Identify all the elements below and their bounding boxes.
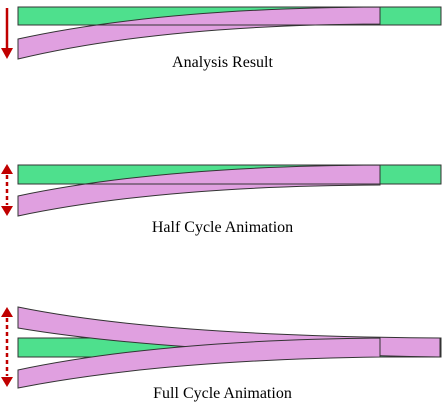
deformed-beam	[17, 164, 381, 217]
panel-half-cycle	[1, 164, 442, 217]
panel-analysis-result	[1, 6, 442, 60]
solid-down-arrow-icon	[1, 8, 13, 59]
deformed-beam-down	[17, 337, 381, 389]
dashed-double-arrow-icon	[1, 307, 13, 387]
panel-full-cycle	[1, 306, 442, 389]
caption-full-cycle: Full Cycle Animation	[153, 385, 292, 402]
caption-analysis-result: Analysis Result	[172, 54, 273, 71]
deformed-beam	[17, 6, 381, 60]
caption-half-cycle: Half Cycle Animation	[151, 219, 294, 236]
dashed-double-arrow-icon	[1, 164, 13, 216]
